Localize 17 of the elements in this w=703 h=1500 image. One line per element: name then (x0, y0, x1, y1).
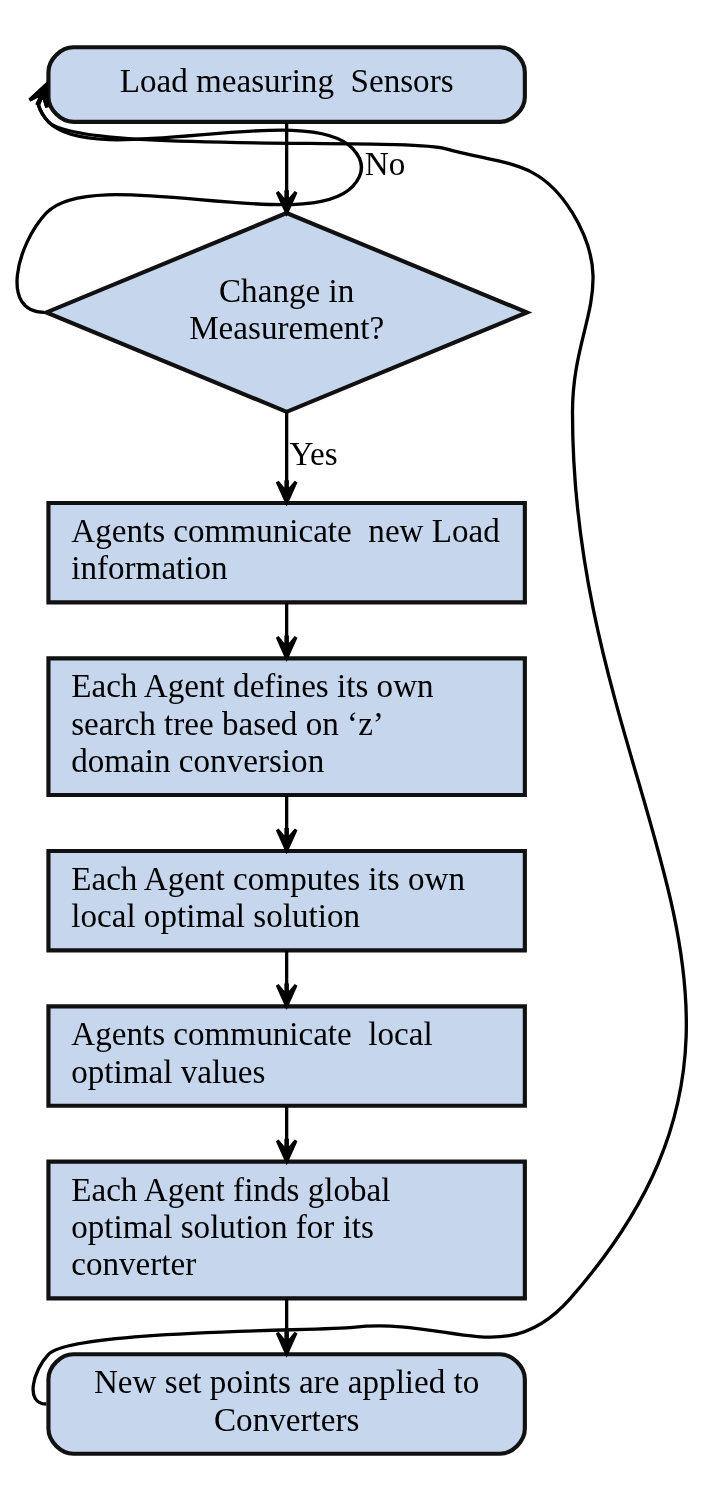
node-box: Load measuring Sensors (46, 44, 527, 124)
node-box: Agents communicate new Load information (46, 500, 527, 604)
node-box: Each Agent computes its own local optimal solution (46, 848, 527, 952)
node-box: Each Agent finds global optimal solution for its converter (46, 1159, 527, 1300)
node-box: New set points are applied to Converters (46, 1351, 527, 1456)
arrow (275, 950, 298, 1008)
node-box: Agents communicate local optimal values (46, 1003, 527, 1108)
arrow (275, 1298, 298, 1355)
arrow (275, 1105, 298, 1163)
edge-label: Yes (289, 434, 338, 472)
arrow (275, 411, 298, 504)
edge-label: No (364, 144, 406, 182)
node-box: Each Agent defines its own search tree based on ‘z’ domain conversion (46, 655, 527, 797)
arrow (28, 82, 688, 1405)
arrow (275, 795, 298, 852)
arrow (275, 602, 298, 660)
arrow (15, 82, 363, 314)
